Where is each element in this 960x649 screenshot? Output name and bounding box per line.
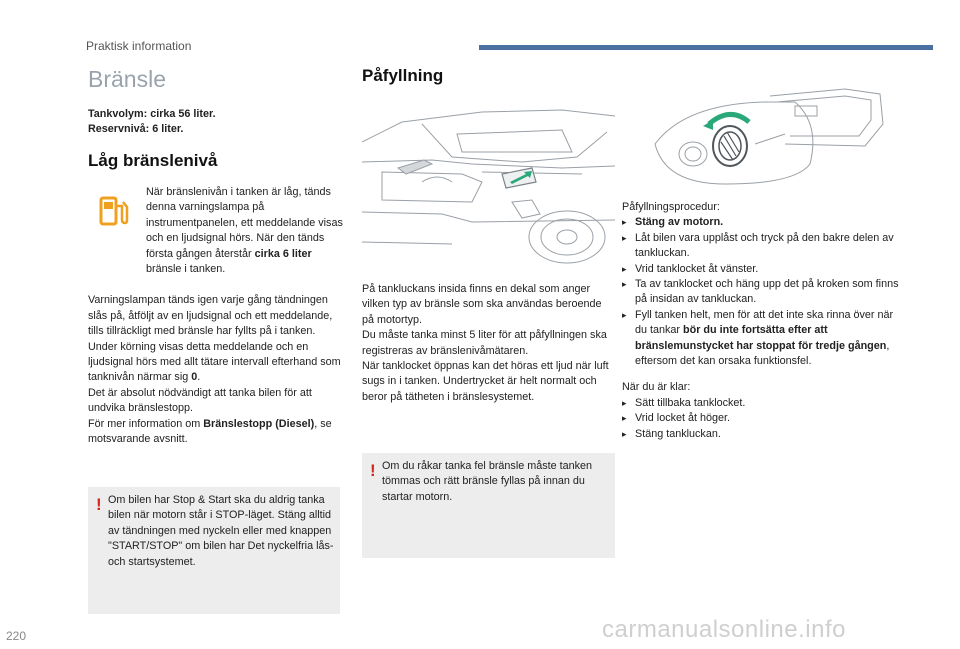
tank-reserve: Reservnivå: 6 liter. — [88, 123, 184, 135]
warning-icon: ! — [370, 461, 376, 480]
after-steps: Sätt tillbaka tanklocket. Vrid locket åt… — [622, 396, 902, 443]
after-step-2: Vrid locket åt höger. — [622, 411, 902, 427]
stop-start-note-text: Om bilen har Stop & Start ska du aldrig … — [108, 494, 334, 568]
refuel-p2: Du måste tanka minst 5 liter för att påf… — [362, 329, 607, 357]
section-title: Praktisk information — [86, 39, 192, 53]
procedure-step-5: Fyll tanken helt, men för att det inte s… — [622, 308, 902, 370]
procedure-column: Påfyllningsprocedur: Stäng av motorn. Lå… — [622, 200, 902, 443]
low-fuel-body-a: Varningslampan tänds igen varje gång tän… — [88, 294, 341, 384]
low-fuel-title: Låg bränslenivå — [88, 151, 218, 170]
tank-info: Tankvolym: cirka 56 liter. Reservnivå: 6… — [88, 107, 343, 137]
refuel-column: På tankluckans insida finns en dekal som… — [362, 282, 615, 405]
refuel-p1: På tankluckans insida finns en dekal som… — [362, 283, 602, 326]
low-fuel-warning: När bränslenivån i tanken är låg, tänds … — [88, 185, 343, 277]
header-bar — [479, 45, 933, 50]
procedure-step-2: Låt bilen vara upplåst och tryck på den … — [622, 231, 902, 262]
refuel-text: På tankluckans insida finns en dekal som… — [362, 282, 615, 405]
low-fuel-body: Varningslampan tänds igen varje gång tän… — [88, 293, 343, 447]
refuel-p3: När tanklocket öppnas kan det höras ett … — [362, 360, 609, 403]
warning-icon: ! — [96, 495, 102, 514]
after-step-3: Stäng tankluckan. — [622, 427, 902, 443]
after-step-1: Sätt tillbaka tanklocket. — [622, 396, 902, 412]
procedure-step-1: Stäng av motorn. — [622, 215, 902, 231]
fuel-title: Bränsle — [88, 66, 166, 92]
fuel-column: Bränsle Tankvolym: cirka 56 liter. Reser… — [88, 60, 343, 448]
low-fuel-body-c: För mer information om Bränslestopp (Die… — [88, 417, 332, 446]
procedure-heading: Påfyllningsprocedur: — [622, 201, 720, 213]
stop-start-note: ! Om bilen har Stop & Start ska du aldri… — [88, 487, 340, 614]
watermark: carmanualsonline.info — [602, 616, 846, 643]
procedure-step-3: Vrid tanklocket åt vänster. — [622, 262, 902, 278]
fuel-cap-illustration — [654, 88, 884, 185]
car-rear-illustration — [362, 109, 615, 264]
tank-capacity: Tankvolym: cirka 56 liter. — [88, 108, 216, 120]
wrong-fuel-note: ! Om du råkar tanka fel bränsle måste ta… — [362, 453, 615, 558]
refuel-title: Påfyllning — [362, 66, 444, 85]
after-heading: När du är klar: — [622, 381, 691, 394]
page-number: 220 — [6, 629, 27, 643]
wrong-fuel-note-text: Om du råkar tanka fel bränsle måste tank… — [382, 460, 593, 503]
procedure-steps: Stäng av motorn. Låt bilen vara upplåst … — [622, 215, 902, 369]
low-fuel-body-b: Det är absolut nödvändigt att tanka bile… — [88, 386, 312, 415]
low-fuel-intro: När bränslenivån i tanken är låg, tänds … — [146, 186, 343, 276]
fuel-pump-icon — [99, 196, 129, 226]
procedure-step-4: Ta av tanklocket och häng upp det på kro… — [622, 277, 902, 308]
